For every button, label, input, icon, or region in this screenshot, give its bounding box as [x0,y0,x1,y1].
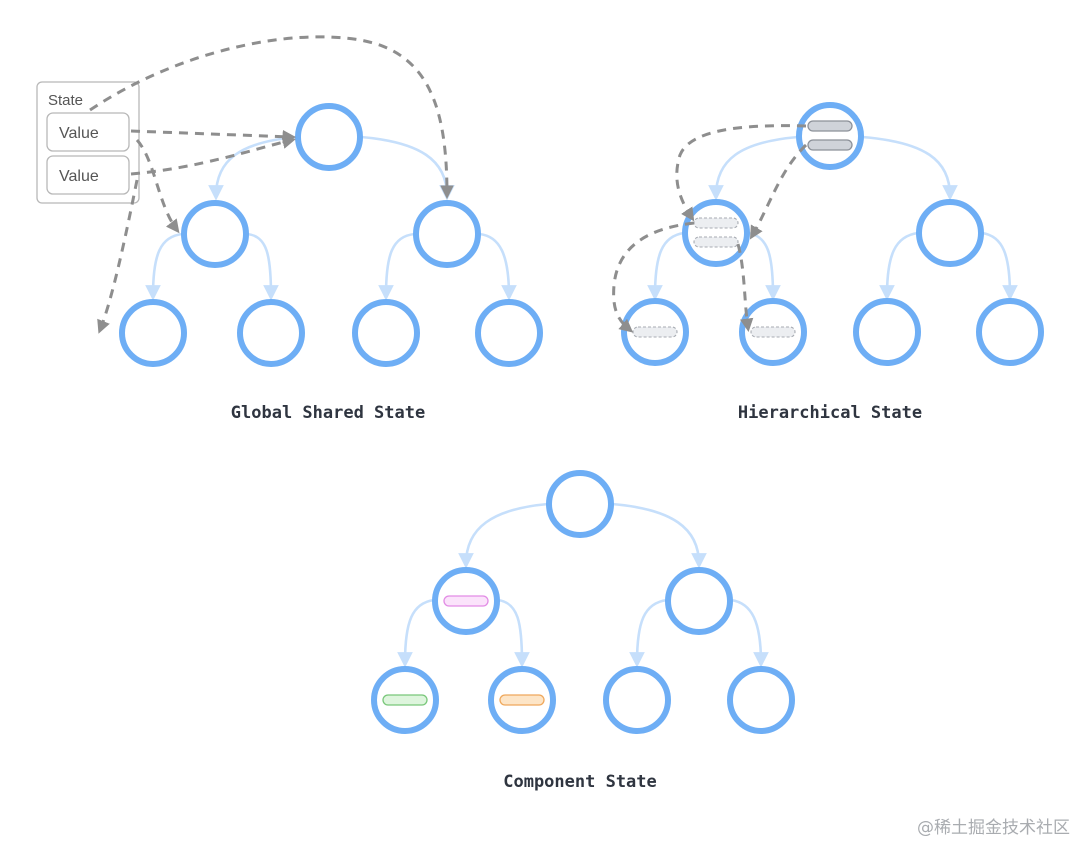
global-tree-edges [145,135,517,301]
hierarchical-leaf-node [976,298,1044,366]
inherited-state-pill [693,236,739,248]
component-right-child-node [665,567,733,635]
state-store-label: State [48,92,83,109]
inherited-state-pill [632,326,678,338]
local-state-pill-orange [499,694,545,706]
global-leaf-node [352,299,420,367]
component-tree-edges [397,502,769,668]
global-state-flow-arrows [89,35,454,334]
hierarchical-state-diagram: Hierarchical State [612,102,1044,423]
state-value-box [46,112,130,152]
hierarchical-root-node [796,102,864,170]
hierarchical-state-flow-arrows [612,124,808,333]
state-value-box [46,155,130,195]
local-state-pill-pink [443,595,489,607]
global-leaf-node [475,299,543,367]
global-leaf-node [119,299,187,367]
global-shared-state-diagram: State Value Value Global Shared State [36,35,543,423]
component-diagram-title: Component State [503,772,657,792]
component-leaf-node [727,666,795,734]
global-root-node [295,103,363,171]
root-state-pill [807,139,853,151]
component-root-node [546,470,614,538]
global-left-child-node [181,200,249,268]
global-leaf-node [237,299,305,367]
hierarchical-left-child-node [682,199,750,267]
global-diagram-title: Global Shared State [231,403,425,423]
global-state-store: State Value Value [36,81,140,204]
local-state-pill-green [382,694,428,706]
inherited-state-pill [750,326,796,338]
hierarchical-diagram-title: Hierarchical State [738,403,922,423]
state-value-label: Value [59,168,99,185]
state-value-label: Value [59,125,99,142]
global-right-child-node [413,200,481,268]
component-state-diagram: Component State [371,470,795,792]
inherited-state-pill [693,217,739,229]
root-state-pill [807,120,853,132]
hierarchical-leaf-node [853,298,921,366]
watermark: @稀土掘金技术社区 [917,818,1070,838]
component-leaf-node [603,666,671,734]
hierarchical-right-child-node [916,199,984,267]
